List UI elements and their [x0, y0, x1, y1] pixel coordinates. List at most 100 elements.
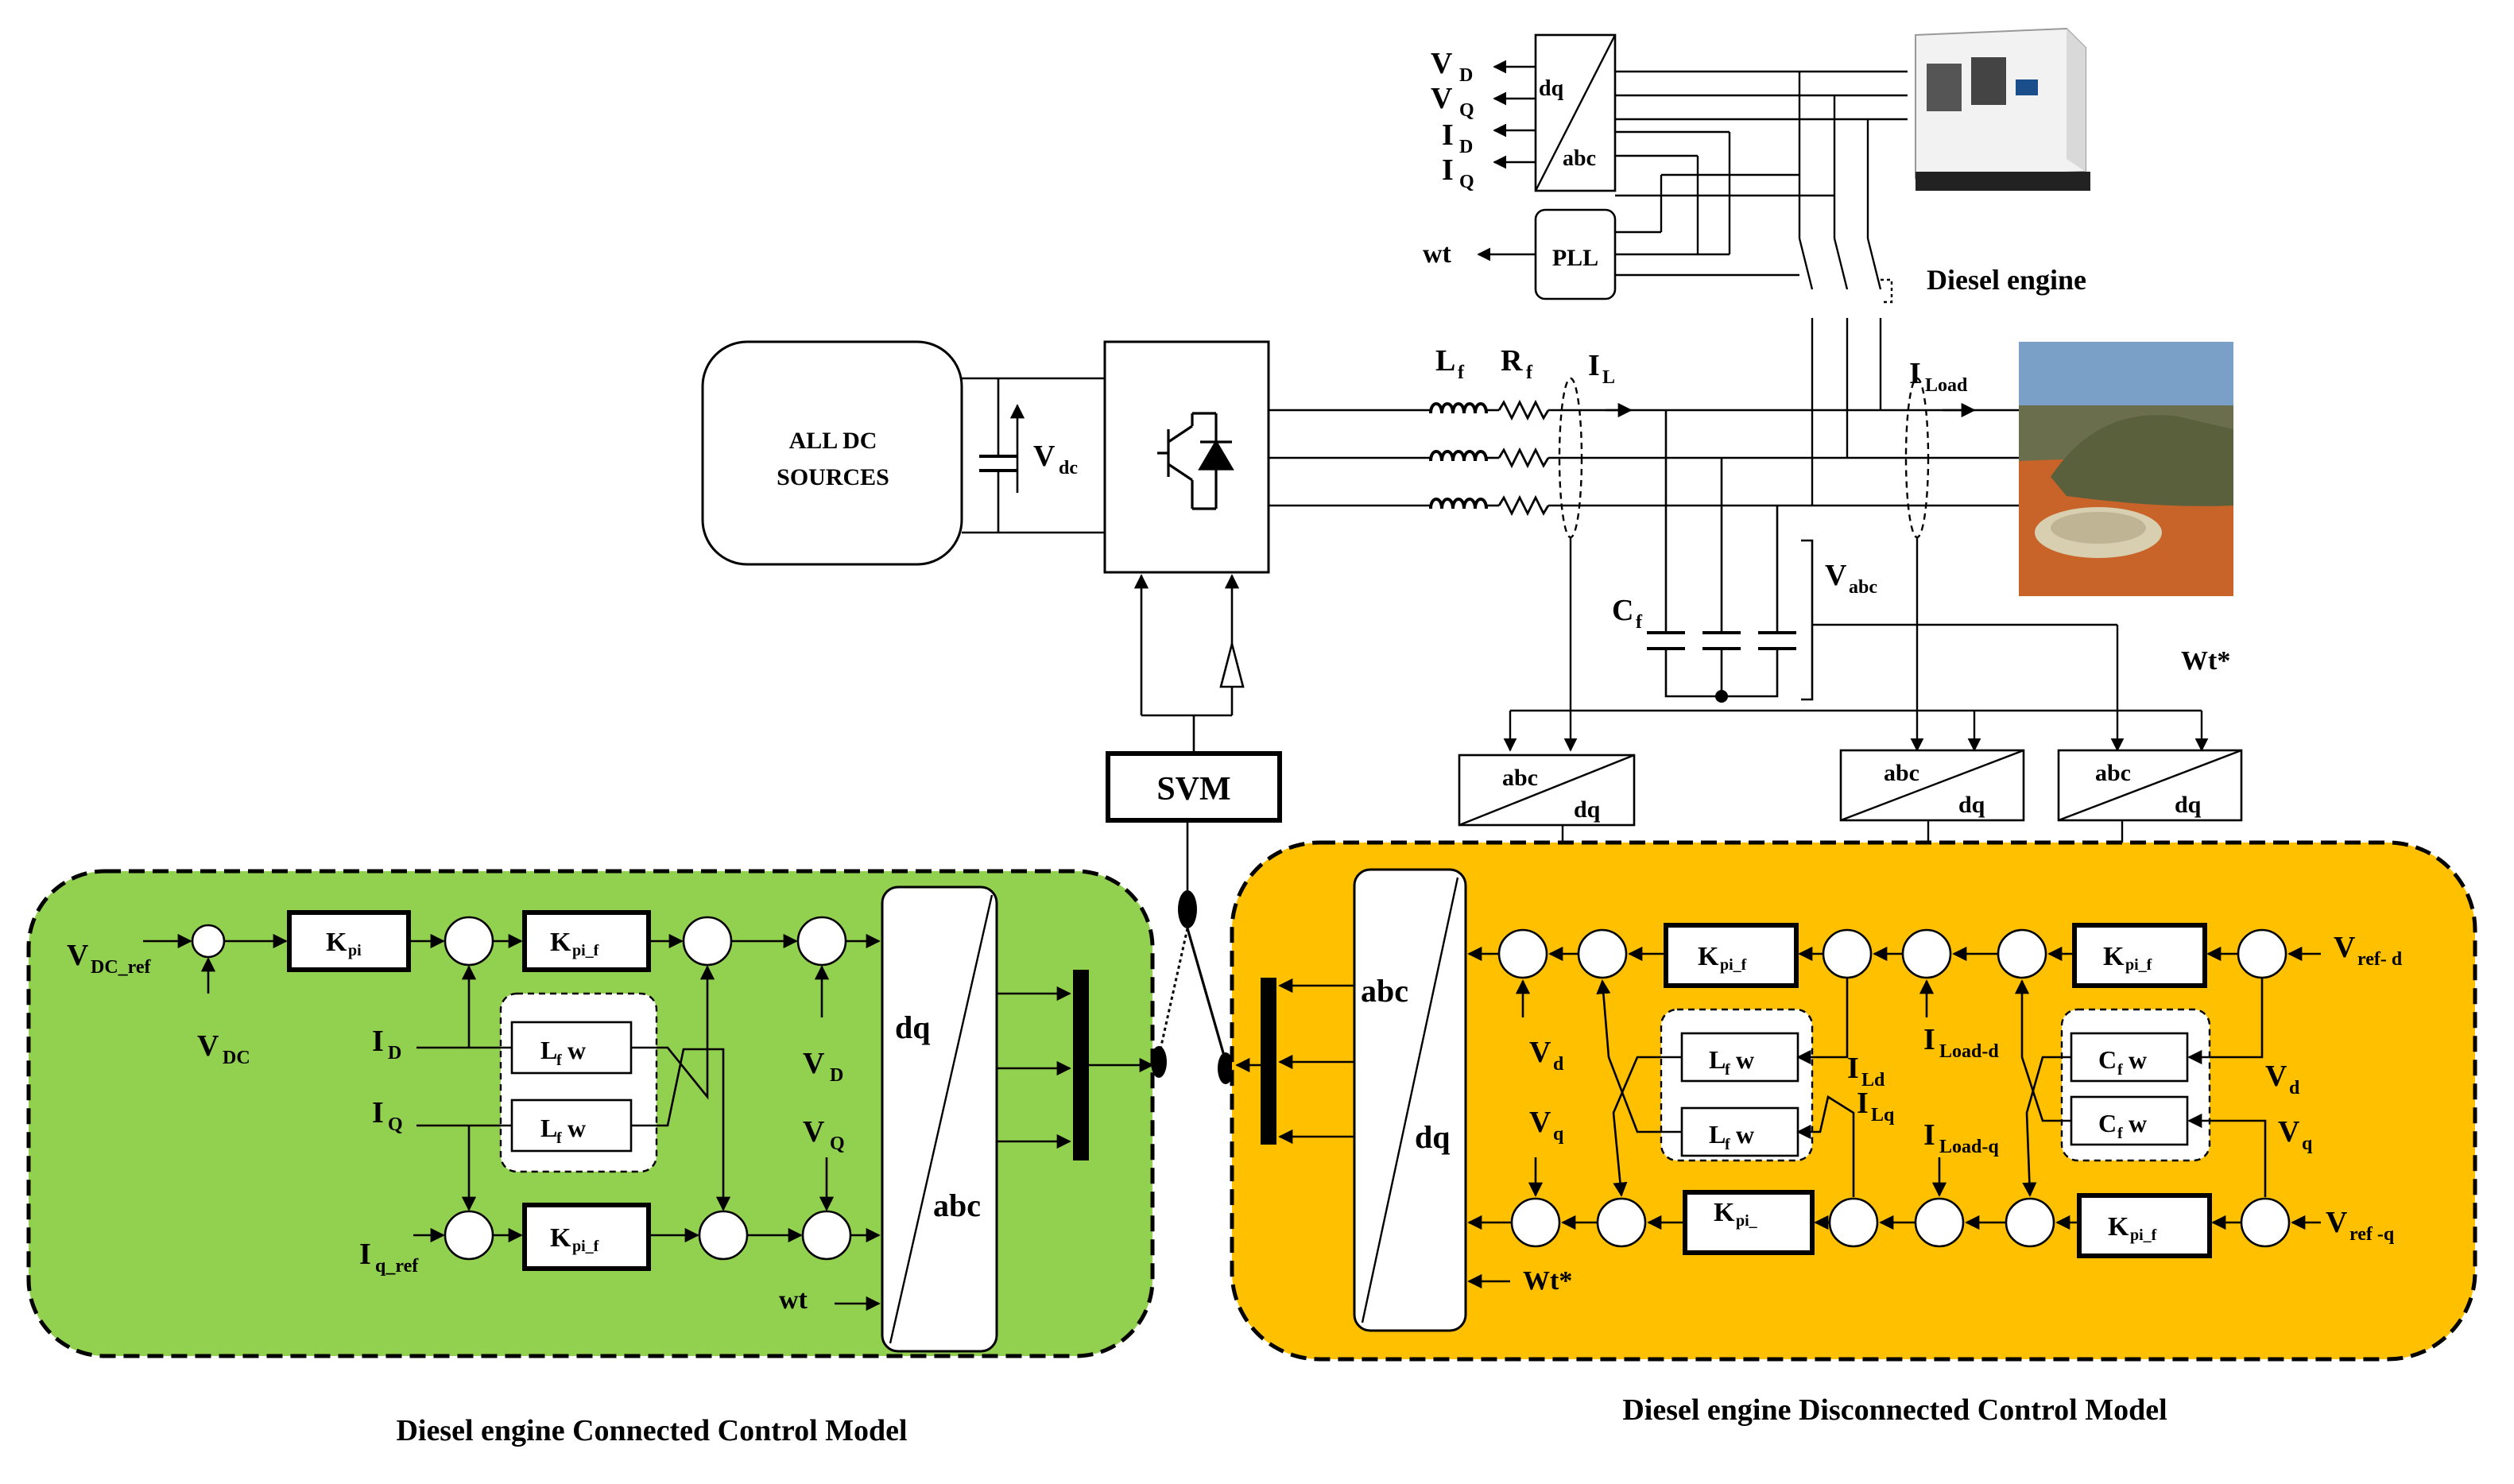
orange-mux-bar: [1261, 978, 1276, 1145]
kpi-block-green: K pi: [287, 910, 411, 972]
tent-camp-photo: [2019, 342, 2233, 596]
vd-orange-left-label: V d: [1529, 1036, 1564, 1075]
kpif-block-green-bottom: K pi_f: [522, 1203, 651, 1271]
lfw-block-orange-1: L f w: [1680, 1032, 1799, 1083]
svg-text:pi_f: pi_f: [2130, 1226, 2157, 1244]
lfw-block-green-2: L f w: [510, 1098, 633, 1153]
svg-text:K: K: [550, 928, 571, 957]
svg-text:q: q: [2302, 1133, 2313, 1154]
svg-text:K: K: [1698, 942, 1719, 971]
mode-selector-switch: [1151, 890, 1234, 1084]
svg-text:dq: dq: [2175, 792, 2202, 818]
disconnected-model-caption: Diesel engine Disconnected Control Model: [1622, 1393, 2167, 1427]
svg-text:I: I: [372, 1096, 384, 1129]
svg-text:DC: DC: [223, 1048, 250, 1068]
svg-text:V: V: [1431, 82, 1453, 115]
dc-link-wiring: [962, 377, 1105, 534]
svg-text:L: L: [540, 1036, 557, 1064]
svg-text:abc: abc: [1849, 577, 1877, 598]
svg-text:abc: abc: [1361, 973, 1408, 1009]
svg-text:Ld: Ld: [1861, 1070, 1885, 1091]
svg-text:L: L: [1435, 344, 1455, 378]
svg-text:C: C: [2098, 1109, 2117, 1137]
svg-text:D: D: [1459, 137, 1473, 157]
svg-text:K: K: [2108, 1212, 2129, 1242]
iload-d-label: I Load-d: [1923, 1023, 1999, 1062]
svg-text:pi_f: pi_f: [572, 942, 599, 959]
green-mux-bar: [1073, 970, 1089, 1160]
svg-text:V: V: [1825, 559, 1847, 592]
svg-text:I: I: [1442, 153, 1454, 187]
disconnected-control-wiring: [1235, 946, 2321, 1289]
svg-text:w: w: [1736, 1120, 1754, 1149]
svg-text:V: V: [2326, 1206, 2348, 1239]
svg-text:pi_f: pi_f: [572, 1238, 599, 1255]
svg-text:L: L: [540, 1114, 557, 1142]
star-point-dot: [1715, 690, 1728, 703]
svg-text:f: f: [1636, 612, 1643, 633]
svg-text:K: K: [1714, 1198, 1735, 1227]
filter-capacitors: [1647, 410, 1814, 701]
vref-q-label: V ref -q: [2326, 1206, 2395, 1245]
vd-orange-right-label: V d: [2265, 1060, 2300, 1098]
svg-text:ref -q: ref -q: [2349, 1224, 2395, 1245]
iload-label: I Load: [1909, 357, 1968, 396]
svg-text:w: w: [1736, 1045, 1754, 1074]
kpif-block-green-top: K pi_f: [522, 910, 651, 972]
svg-text:f: f: [556, 1129, 562, 1147]
svg-text:V: V: [197, 1029, 219, 1063]
svg-text:pi_f: pi_f: [2125, 956, 2152, 974]
vdc-ref-label: V DC_ref: [67, 939, 152, 978]
filter-inductors: [1429, 402, 1488, 510]
vq-orange-right-label: V q: [2278, 1115, 2313, 1154]
svg-text:f: f: [556, 1052, 562, 1069]
dc-source-label-2: SOURCES: [777, 464, 889, 490]
svg-text:q: q: [1553, 1124, 1564, 1145]
il-label: I L: [1588, 349, 1615, 388]
svg-text:V: V: [2278, 1115, 2300, 1149]
svg-text:f: f: [1458, 362, 1465, 383]
iQ-green-label: I Q: [372, 1096, 403, 1135]
connected-control-wiring: [143, 933, 1154, 1312]
cfw-block-orange-2: C f w: [2070, 1095, 2189, 1146]
iload-q-label: I Load-q: [1923, 1118, 1999, 1157]
iq-ref-label: I q_ref: [359, 1238, 419, 1277]
svg-text:L: L: [1709, 1045, 1726, 1074]
svg-text:V: V: [1529, 1106, 1551, 1139]
svg-text:w: w: [567, 1114, 586, 1142]
svg-text:Load-q: Load-q: [1939, 1137, 1999, 1157]
svg-text:C: C: [2098, 1045, 2117, 1074]
svg-text:K: K: [550, 1223, 571, 1253]
svg-text:abc: abc: [1563, 146, 1596, 171]
svg-text:V: V: [803, 1115, 825, 1149]
svg-text:I: I: [1923, 1118, 1935, 1152]
svg-text:I: I: [1923, 1023, 1935, 1056]
rf-label: R f: [1501, 344, 1533, 383]
orange-abc-dq-block: abc dq: [1353, 868, 1467, 1332]
diesel-generator-photo: [1908, 19, 2090, 202]
vdc-label: V dc: [1033, 440, 1078, 479]
diesel-engine-label: Diesel engine: [1927, 264, 2086, 296]
lfw-block-orange-2: L f w: [1680, 1106, 1799, 1157]
wt-star-orange-label: Wt*: [1523, 1266, 1572, 1296]
svg-text:Q: Q: [388, 1114, 403, 1135]
connected-model-caption: Diesel engine Connected Control Model: [396, 1414, 907, 1447]
svg-text:f: f: [1725, 1061, 1730, 1079]
svm-gate-wiring: [1133, 574, 1245, 890]
inverter-block: [1103, 340, 1270, 574]
svg-text:I: I: [1857, 1087, 1869, 1120]
svg-text:SVM: SVM: [1156, 771, 1230, 808]
iD-top-label: I D: [1442, 118, 1473, 157]
svg-text:V: V: [2334, 931, 2356, 964]
lf-label: L f: [1435, 344, 1465, 383]
svg-text:w: w: [567, 1036, 586, 1064]
svg-text:R: R: [1501, 344, 1523, 378]
svg-text:d: d: [1553, 1054, 1564, 1075]
svg-text:V: V: [1431, 47, 1453, 80]
svg-text:f: f: [2117, 1061, 2123, 1079]
kpi-block-orange-bottom-left: K pi_: [1683, 1190, 1815, 1255]
svg-text:I: I: [1847, 1052, 1859, 1085]
kpif-block-orange-bottom-right: K pi_f: [2077, 1193, 2212, 1258]
vref-d-label: V ref- d: [2334, 931, 2403, 970]
svg-text:D: D: [388, 1043, 401, 1064]
